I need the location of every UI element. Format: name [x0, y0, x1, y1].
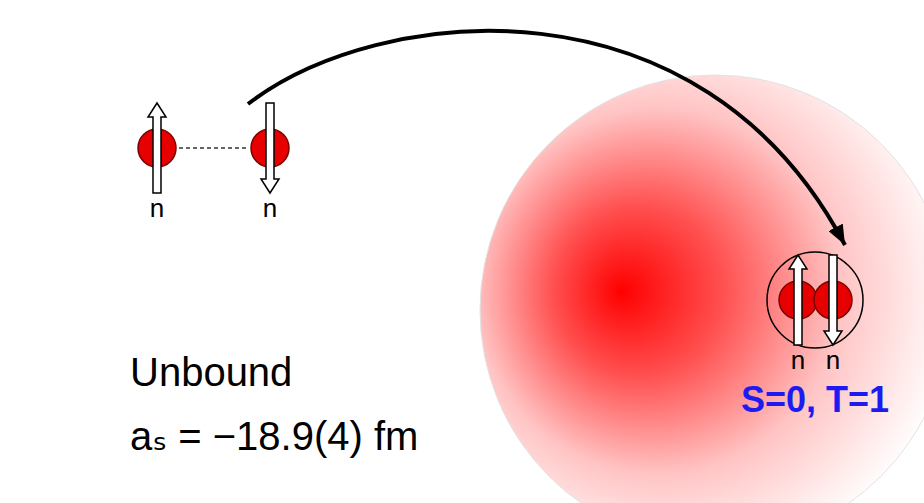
- pair-circle: S=0, T=1 nn: [725, 245, 905, 420]
- neutron-symbol: [248, 102, 292, 194]
- neutron-symbol: [135, 102, 179, 194]
- nucleus-disc: [480, 75, 924, 503]
- state-label: Unbound: [130, 348, 292, 396]
- neutron-node: n: [776, 254, 820, 374]
- scattering-length: aₛ = −18.9(4) fm: [130, 412, 418, 460]
- neutron-symbol: [811, 254, 855, 346]
- particle-label: n: [135, 194, 179, 222]
- neutron-node: n: [135, 102, 179, 222]
- quantum-numbers: S=0, T=1: [725, 380, 905, 420]
- particle-label: n: [811, 346, 855, 374]
- pair-link: [179, 147, 248, 149]
- transfer-arrow: [248, 31, 845, 245]
- neutron-node: n: [811, 254, 855, 374]
- particle-label: n: [776, 346, 820, 374]
- neutron-node: n: [248, 102, 292, 222]
- particle-label: n: [248, 194, 292, 222]
